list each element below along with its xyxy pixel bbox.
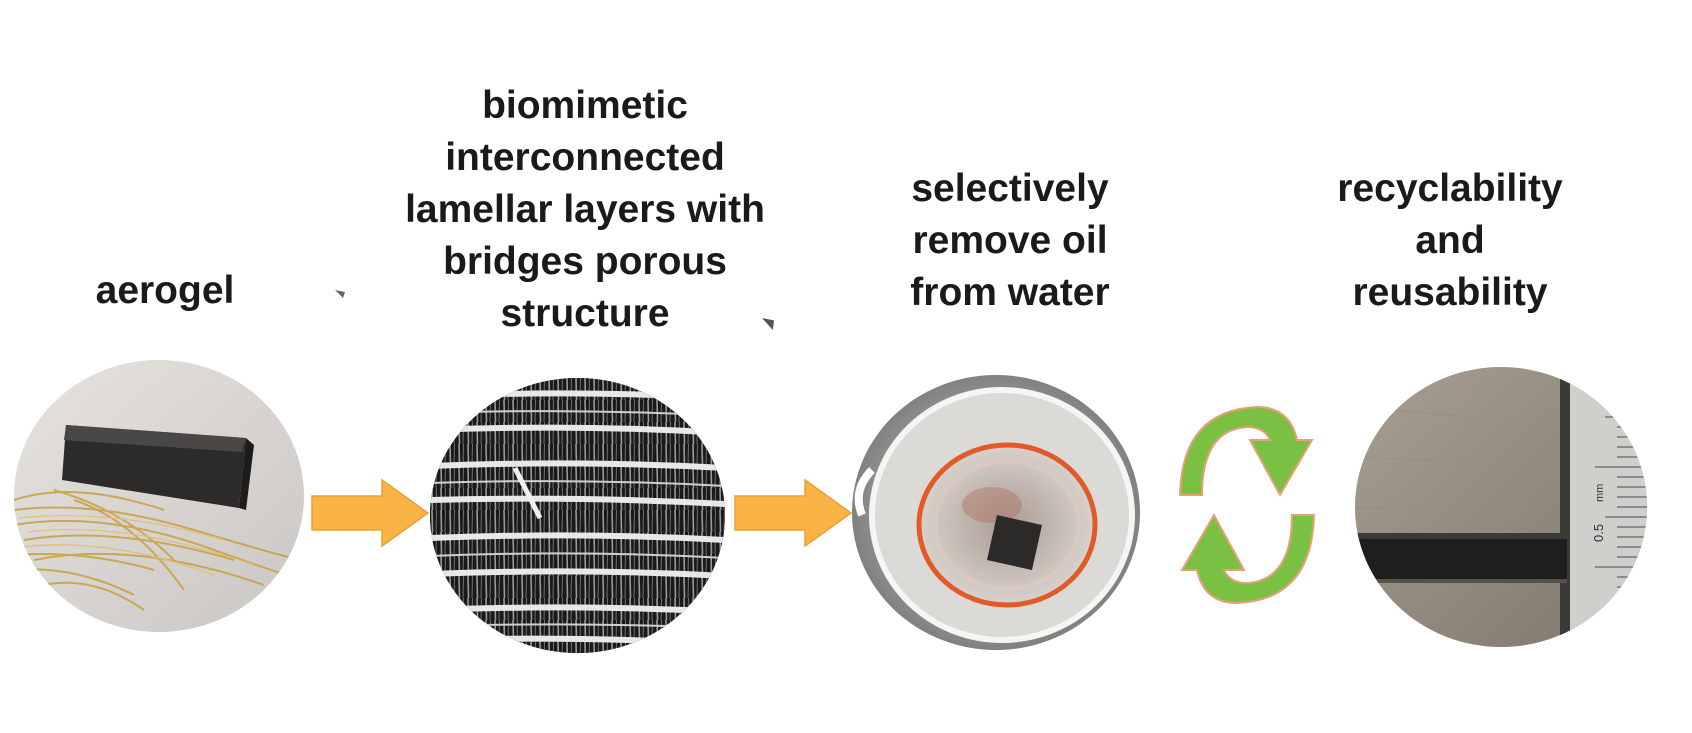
reusability-photo: 0.5 mm — [1355, 367, 1647, 647]
step-label-recyclability: recyclability and reusability — [1337, 167, 1563, 314]
sem-structure-image — [430, 378, 725, 653]
step-label-oil-removal: selectively remove oil from water — [910, 167, 1110, 314]
decorative-mark — [762, 318, 774, 330]
recycle-arrows-icon — [1178, 405, 1316, 605]
step-label-aerogel: aerogel — [95, 269, 235, 312]
ruler-mark-label: 0.5 — [1591, 524, 1606, 542]
oil-removal-photo — [852, 375, 1140, 650]
right-arrow-icon — [734, 478, 853, 548]
decorative-mark — [335, 290, 345, 298]
step-label-structure: biomimetic interconnected lamellar layer… — [405, 84, 765, 335]
aerogel-photo — [14, 360, 304, 632]
right-arrow-icon — [311, 478, 430, 548]
ruler-unit-label: mm — [1594, 484, 1606, 502]
